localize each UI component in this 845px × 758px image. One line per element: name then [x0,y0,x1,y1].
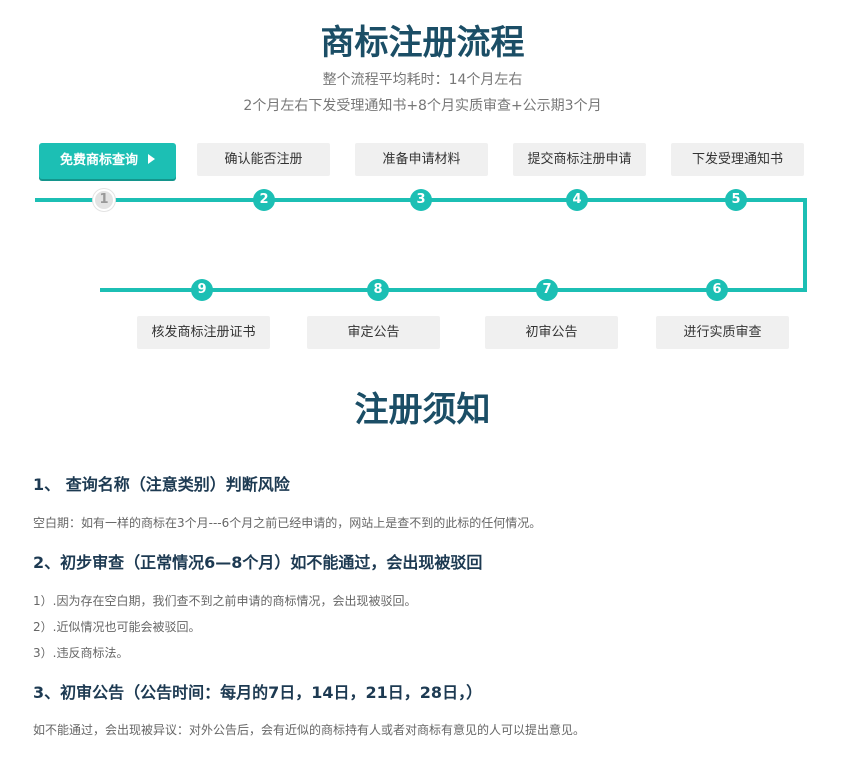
step-5-box[interactable]: 下发受理通知书 [671,143,804,176]
step-7-node: 7 [536,279,558,301]
step-8-box[interactable]: 审定公告 [307,316,440,349]
step-2-box[interactable]: 确认能否注册 [197,143,330,176]
notice-heading: 1、 查询名称（注意类别）判断风险 [33,475,290,494]
step-3-box[interactable]: 准备申请材料 [355,143,488,176]
notice-heading: 2、初步审查（正常情况6—8个月）如不能通过，会出现被驳回 [33,553,483,572]
step-2-node: 2 [253,189,275,211]
notice-text: 空白期：如有一样的商标在3个月---6个月之前已经申请的，网站上是查不到的此标的… [33,516,542,530]
bottom-connector-line [100,288,807,292]
notice-text: 如不能通过，会出现被异议：对外公告后，会有近似的商标持有人或者对商标有意见的人可… [33,723,586,737]
step-6-node: 6 [706,279,728,301]
step-3-node: 3 [410,189,432,211]
step-1-label: 免费商标查询 [59,153,138,168]
step-5-node: 5 [725,189,747,211]
process-breakdown-text: 2个月左右下发受理通知书+8个月实质审查+公示期3个月 [243,98,602,114]
step-9-node: 9 [191,279,213,301]
step-6-box[interactable]: 进行实质审查 [656,316,789,349]
notice-text: 2）.近似情况也可能会被驳回。 [33,620,201,634]
step-4-box[interactable]: 提交商标注册申请 [513,143,646,176]
play-icon [148,154,155,164]
notice-title: 注册须知 [354,390,491,430]
step-9-box[interactable]: 核发商标注册证书 [137,316,270,349]
notice-text: 1）.因为存在空白期，我们查不到之前申请的商标情况，会出现被驳回。 [33,594,417,608]
step-7-box[interactable]: 初审公告 [485,316,618,349]
notice-text: 3）.违反商标法。 [33,646,129,660]
step-4-node: 4 [566,189,588,211]
process-duration-text: 整个流程平均耗时：14个月左右 [322,72,523,88]
free-trademark-search-button[interactable]: 免费商标查询 [39,143,176,179]
step-8-node: 8 [367,279,389,301]
step-1-node: 1 [93,189,115,211]
right-connector-line [803,198,807,292]
notice-heading: 3、初审公告（公告时间：每月的7日，14日，21日，28日，） [33,683,483,702]
page-title: 商标注册流程 [320,23,525,63]
